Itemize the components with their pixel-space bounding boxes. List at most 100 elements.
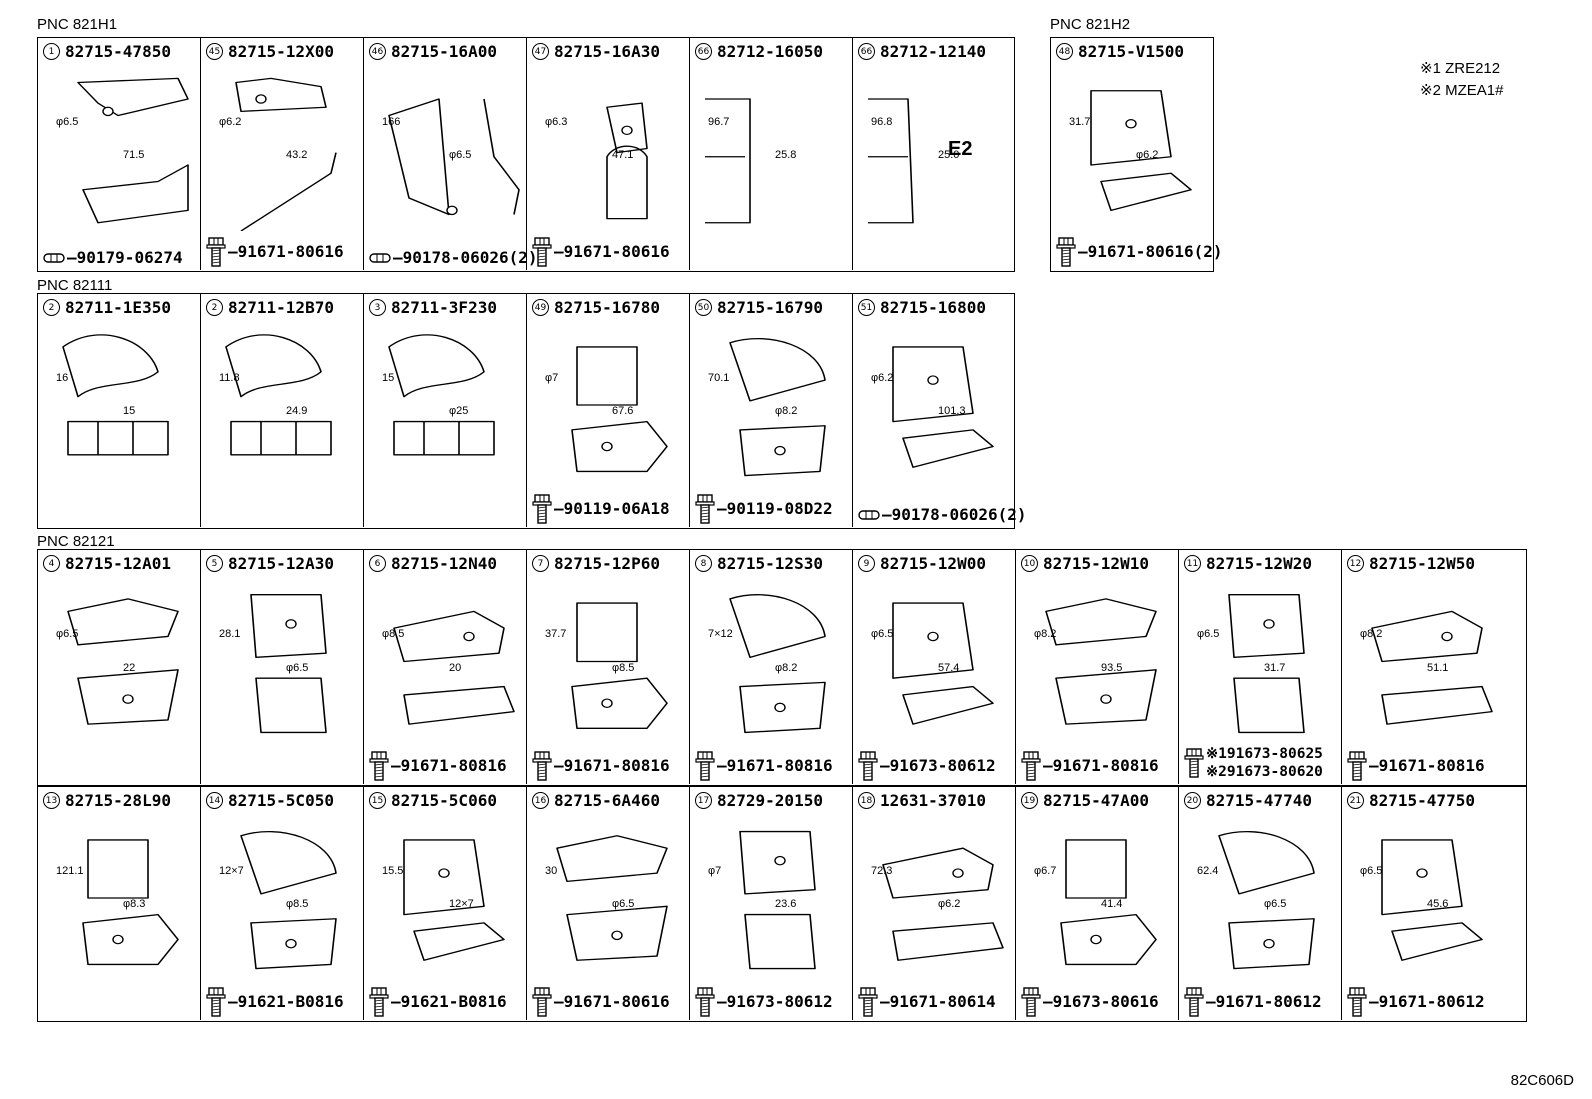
part-number[interactable]: 82715-12W20	[1206, 554, 1312, 573]
fastener-part[interactable]: —90119-06A18	[532, 494, 670, 524]
fastener-number: —90119-08D22	[717, 499, 833, 518]
model-note: ※1 ZRE212	[1420, 60, 1501, 77]
callout-number: 17	[695, 792, 712, 809]
part-number[interactable]: 82715-47750	[1369, 791, 1475, 810]
part-number[interactable]: 82715-12X00	[228, 42, 334, 61]
part-number[interactable]: 82712-16050	[717, 42, 823, 61]
part-number[interactable]: 82715-12A01	[65, 554, 171, 573]
part-number[interactable]: 82715-V1500	[1078, 42, 1184, 61]
fastener-part[interactable]: —91671-80616(2)	[1056, 237, 1223, 267]
fastener-part[interactable]: —91621-B0816	[206, 987, 344, 1017]
part-number[interactable]: 82715-12N40	[391, 554, 497, 573]
dimension-label: 62.4	[1197, 865, 1219, 877]
fastener-part[interactable]: —91621-B0816	[369, 987, 507, 1017]
part-number[interactable]: 82715-5C060	[391, 791, 497, 810]
part-number[interactable]: 82729-20150	[717, 791, 823, 810]
dimension-label: 45.6	[1427, 898, 1449, 910]
fastener-part[interactable]: —91671-80616	[532, 237, 670, 267]
part-number[interactable]: 82715-6A460	[554, 791, 660, 810]
fastener-part[interactable]: —91671-80616	[532, 987, 670, 1017]
fastener-part[interactable]: —90119-08D22	[695, 494, 833, 524]
part-illustration	[62, 334, 169, 456]
fastener-part[interactable]: —91673-80612	[695, 987, 833, 1017]
fastener-part[interactable]: —91671-80816	[532, 751, 670, 781]
part-number[interactable]: 12631-37010	[880, 791, 986, 810]
part-number[interactable]: 82711-1E350	[65, 298, 171, 317]
part-number[interactable]: 82715-12A30	[228, 554, 334, 573]
fastener-part[interactable]: —90178-06026(2)	[858, 506, 1027, 524]
part-number[interactable]: 82711-3F230	[391, 298, 497, 317]
fastener-part[interactable]: —91671-80816	[695, 751, 833, 781]
fastener-part[interactable]: —91671-80612	[1347, 987, 1485, 1017]
fastener-part[interactable]: ※191673-80625※291673-80620	[1184, 745, 1323, 781]
part-number[interactable]: 82715-16790	[717, 298, 823, 317]
dimension-label: E2	[948, 138, 973, 160]
part-number[interactable]: 82711-12B70	[228, 298, 334, 317]
part-number[interactable]: 82715-16780	[554, 298, 660, 317]
fastener-part[interactable]: —91671-80614	[858, 987, 996, 1017]
fastener-number: —91673-80612	[717, 992, 833, 1011]
callout-number: 45	[206, 43, 223, 60]
bolt-icon	[206, 987, 226, 1017]
fastener-part[interactable]: —91671-80816	[369, 751, 507, 781]
part-number[interactable]: 82715-5C050	[228, 791, 334, 810]
fastener-part[interactable]: —91671-80816	[1347, 751, 1485, 781]
part-number[interactable]: 82712-12140	[880, 42, 986, 61]
fastener-part[interactable]: —91671-80816	[1021, 751, 1159, 781]
part-number[interactable]: 82715-12W10	[1043, 554, 1149, 573]
part-number[interactable]: 82715-12P60	[554, 554, 660, 573]
part-number[interactable]: 82715-16A30	[554, 42, 660, 61]
part-number[interactable]: 82715-16A00	[391, 42, 497, 61]
part-number[interactable]: 82715-12W00	[880, 554, 986, 573]
part-number[interactable]: 82715-12W50	[1369, 554, 1475, 573]
part-number[interactable]: 82715-16800	[880, 298, 986, 317]
fastener-part[interactable]: —91673-80616	[1021, 987, 1159, 1017]
fastener-part[interactable]: —90179-06274	[43, 249, 183, 267]
fastener-part[interactable]: —91671-80616	[206, 237, 344, 267]
part-number[interactable]: 82715-47740	[1206, 791, 1312, 810]
dimension-label: 24.9	[286, 405, 308, 417]
fastener-part[interactable]: —90178-06026(2)	[369, 249, 538, 267]
part-number[interactable]: 82715-47850	[65, 42, 171, 61]
part-number[interactable]: 82715-12S30	[717, 554, 823, 573]
fastener-part[interactable]: —91671-80612	[1184, 987, 1322, 1017]
fastener-part[interactable]: —91673-80612	[858, 751, 996, 781]
part-number[interactable]: 82715-47A00	[1043, 791, 1149, 810]
part-number[interactable]: 82715-28L90	[65, 791, 171, 810]
